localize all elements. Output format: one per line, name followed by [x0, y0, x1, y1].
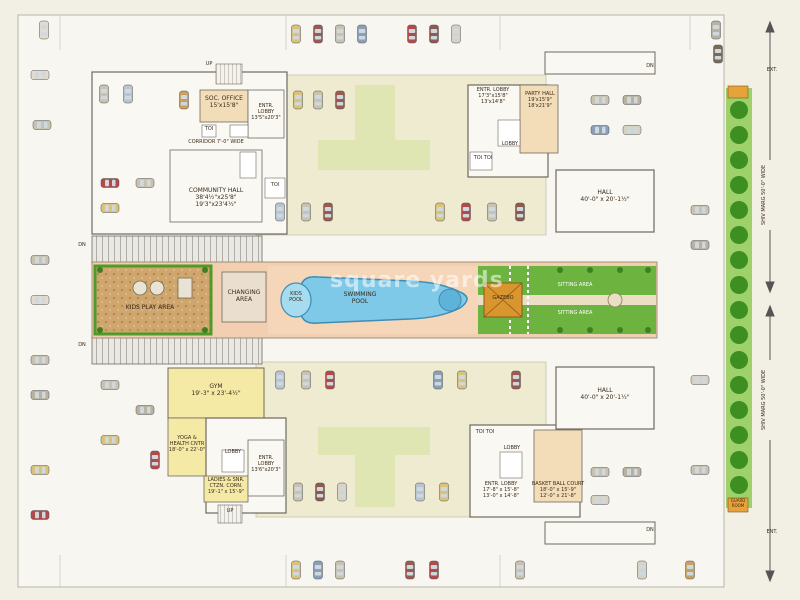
ent-label: ENT. [766, 529, 778, 535]
lawn-paths [509, 266, 529, 334]
lower-green-pad [318, 427, 430, 507]
sitting-area-label-2: SITTING AREA [557, 310, 593, 316]
yoga-label: YOGA & HEALTH CNTR 18'-0" x 22'-0" [168, 435, 206, 453]
hall-lower-room [555, 366, 655, 430]
hall-upper-label: HALL 40'-0" x 20'-1½" [580, 189, 630, 203]
sitting-area-label-1: SITTING AREA [557, 282, 593, 288]
lobby-label-c: LOBBY [224, 449, 242, 455]
ext-label: EXT. [766, 67, 778, 73]
changing-area-label: CHANGING AREA [227, 289, 261, 303]
ladies-corner-room [203, 475, 249, 503]
soc-office-room [199, 89, 249, 123]
swimming-pool [299, 276, 468, 324]
toi-label-b: TOI [270, 182, 280, 188]
hall-upper-room [555, 169, 655, 233]
road-label-lower: SHIV MARG 50'-0" WIDE [761, 369, 767, 431]
entr-lobby-room-c [247, 439, 285, 497]
entr-lobby-c-label: ENTR. LOBBY 13'6"x20'3" [251, 455, 281, 473]
guard-room-bottom [727, 497, 749, 513]
up-label-c: UP [226, 508, 234, 514]
entr-lobby-d-label: ENTR. LOBBY 17'-8" x 15'-8" 13'-0" x 14'… [482, 481, 520, 499]
upper-green-pad [318, 85, 430, 170]
guard-room-top [727, 85, 749, 99]
ramp-upper [91, 235, 263, 265]
gazebo-label: GAZEBO [492, 295, 514, 301]
ramp-lower [91, 335, 263, 365]
entr-lobby-a-label: ENTR. LOBBY 13'5"x20'3" [251, 103, 281, 121]
toi-pair-label-d: TOI TOI [475, 429, 495, 435]
upper-right-annex [544, 51, 656, 75]
watermark: square yards [330, 268, 504, 293]
road-arrows [765, 20, 775, 583]
hall-lower-label: HALL 40'-0" x 20'-1½" [580, 387, 630, 401]
party-hall-label: PARTY HALL 19'x15'9" 18'x21'9" [525, 91, 555, 109]
ladies-corner-label: LADIES & SNR. CTZN. CORN. 19'-1" x 15'-9… [207, 477, 245, 495]
dn-label-ramp-upper: DN [78, 242, 86, 248]
lobby-label-d: LOBBY [503, 445, 521, 451]
corridor-label: CORRIDOR 7'-0" WIDE [188, 139, 244, 145]
trees [730, 101, 748, 494]
road-label-upper: SHIV MARG 50'-0" WIDE [761, 164, 767, 226]
kids-pool-label: KIDS POOL [289, 291, 303, 303]
stair-up-a [215, 63, 243, 85]
dn-label-b: DN [646, 63, 654, 69]
gym-label: GYM 19'-3" x 23'-4½" [191, 383, 241, 397]
party-hall-room [519, 84, 559, 154]
kids-play-area-label: KIDS PLAY AREA [125, 304, 175, 311]
parking-stalls-top [59, 15, 691, 587]
lawn-walkway [478, 295, 656, 305]
gym-room [167, 367, 265, 419]
hedge-dots [97, 267, 651, 333]
soc-office-label: SOC. OFFICE 15'x15'8" [205, 95, 243, 109]
entr-lobby-room-a [247, 89, 285, 139]
lobby-label-b: LOBBY [501, 141, 519, 147]
changing-area [221, 271, 267, 323]
yoga-room [167, 417, 207, 477]
dn-label-d: DN [646, 527, 654, 533]
stair-up-c [217, 504, 243, 524]
basket-ball-court-room [533, 429, 583, 503]
community-hall-label: COMMUNITY HALL 38'4½"x25'8" 19'3"x23'4½" [188, 187, 244, 208]
jacuzzi [438, 288, 462, 312]
swimming-pool-label: SWIMMING POOL [343, 291, 377, 305]
basket-ball-court-label: BASKET BALL COURT 18'-0" x 15'-9" 12'-0"… [531, 481, 585, 499]
toi-pair-label-b: TOI TOI [473, 155, 493, 161]
ent-lobby-b-label: ENTR. LOBBY 17'3"x15'8" 13'x14'8" [476, 87, 510, 105]
guard-room-label: GUARD ROOM [730, 498, 746, 508]
dn-label-ramp-lower: DN [78, 342, 86, 348]
toi-label-a: TOI [204, 126, 214, 132]
lower-right-annex [544, 521, 656, 545]
kids-play-area [93, 264, 213, 336]
up-label-a: UP [205, 61, 213, 67]
kids-pool [280, 282, 312, 318]
